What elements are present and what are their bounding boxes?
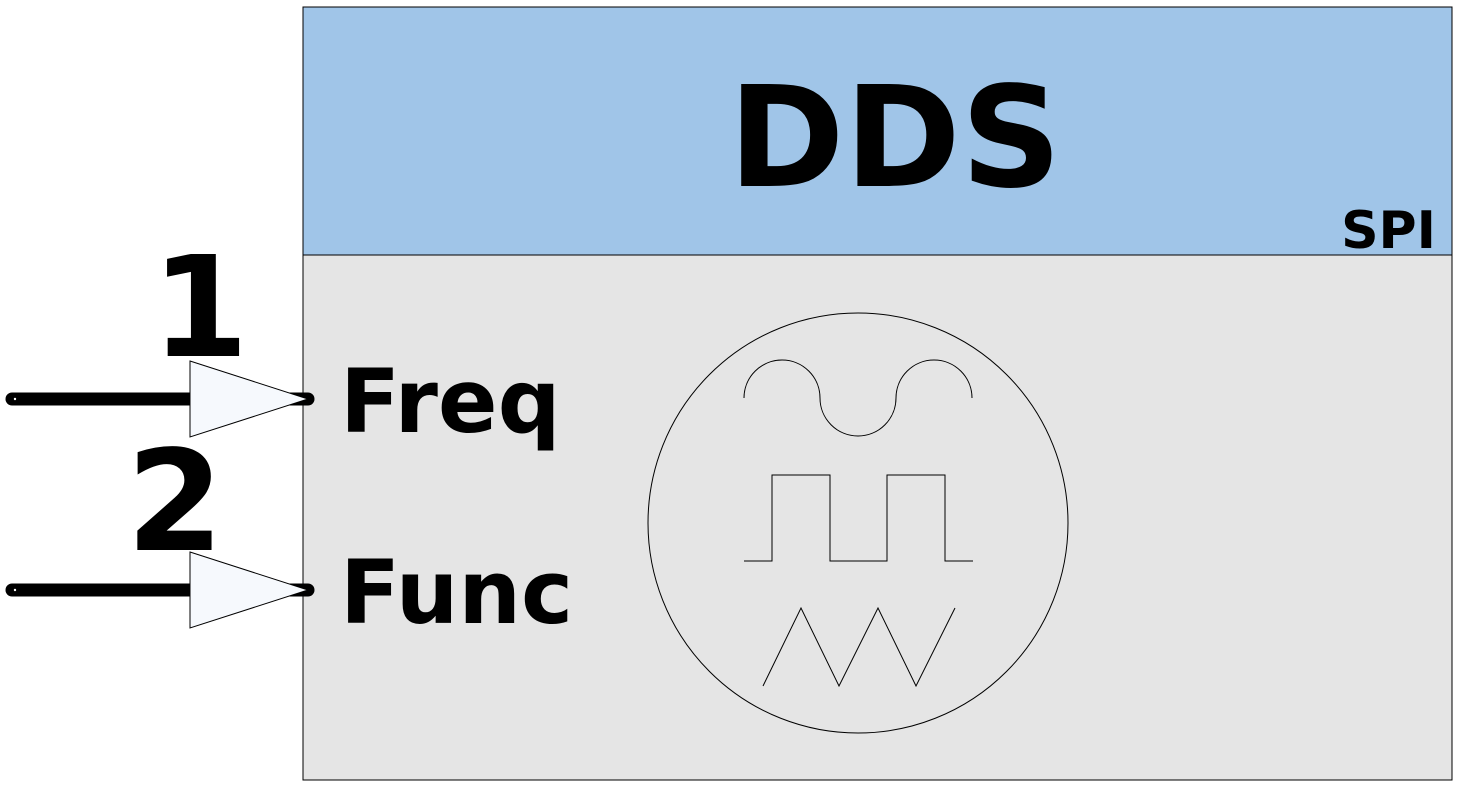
pin-func[interactable]: 2 Func <box>5 421 573 644</box>
pin-label: Freq <box>340 350 561 453</box>
pin-number: 2 <box>126 421 223 584</box>
sine-wave-icon <box>743 359 973 437</box>
block-header <box>302 6 1453 256</box>
waveform-generator-icon <box>647 312 1069 734</box>
triangle-wave-icon <box>762 606 956 688</box>
pin-endpoint <box>13 397 17 401</box>
input-arrow-icon <box>189 551 310 629</box>
input-arrow-icon <box>189 360 310 438</box>
pin-endpoint <box>13 588 17 592</box>
block-title: DDS <box>728 57 1061 220</box>
pin-label: Func <box>340 541 573 644</box>
block-subtitle: SPI <box>1341 201 1436 261</box>
block-body <box>302 254 1453 781</box>
square-wave-icon <box>744 474 973 562</box>
pin-freq[interactable]: 1 Freq <box>5 227 561 453</box>
pin-number: 1 <box>151 227 248 390</box>
icon-circle <box>647 312 1069 734</box>
